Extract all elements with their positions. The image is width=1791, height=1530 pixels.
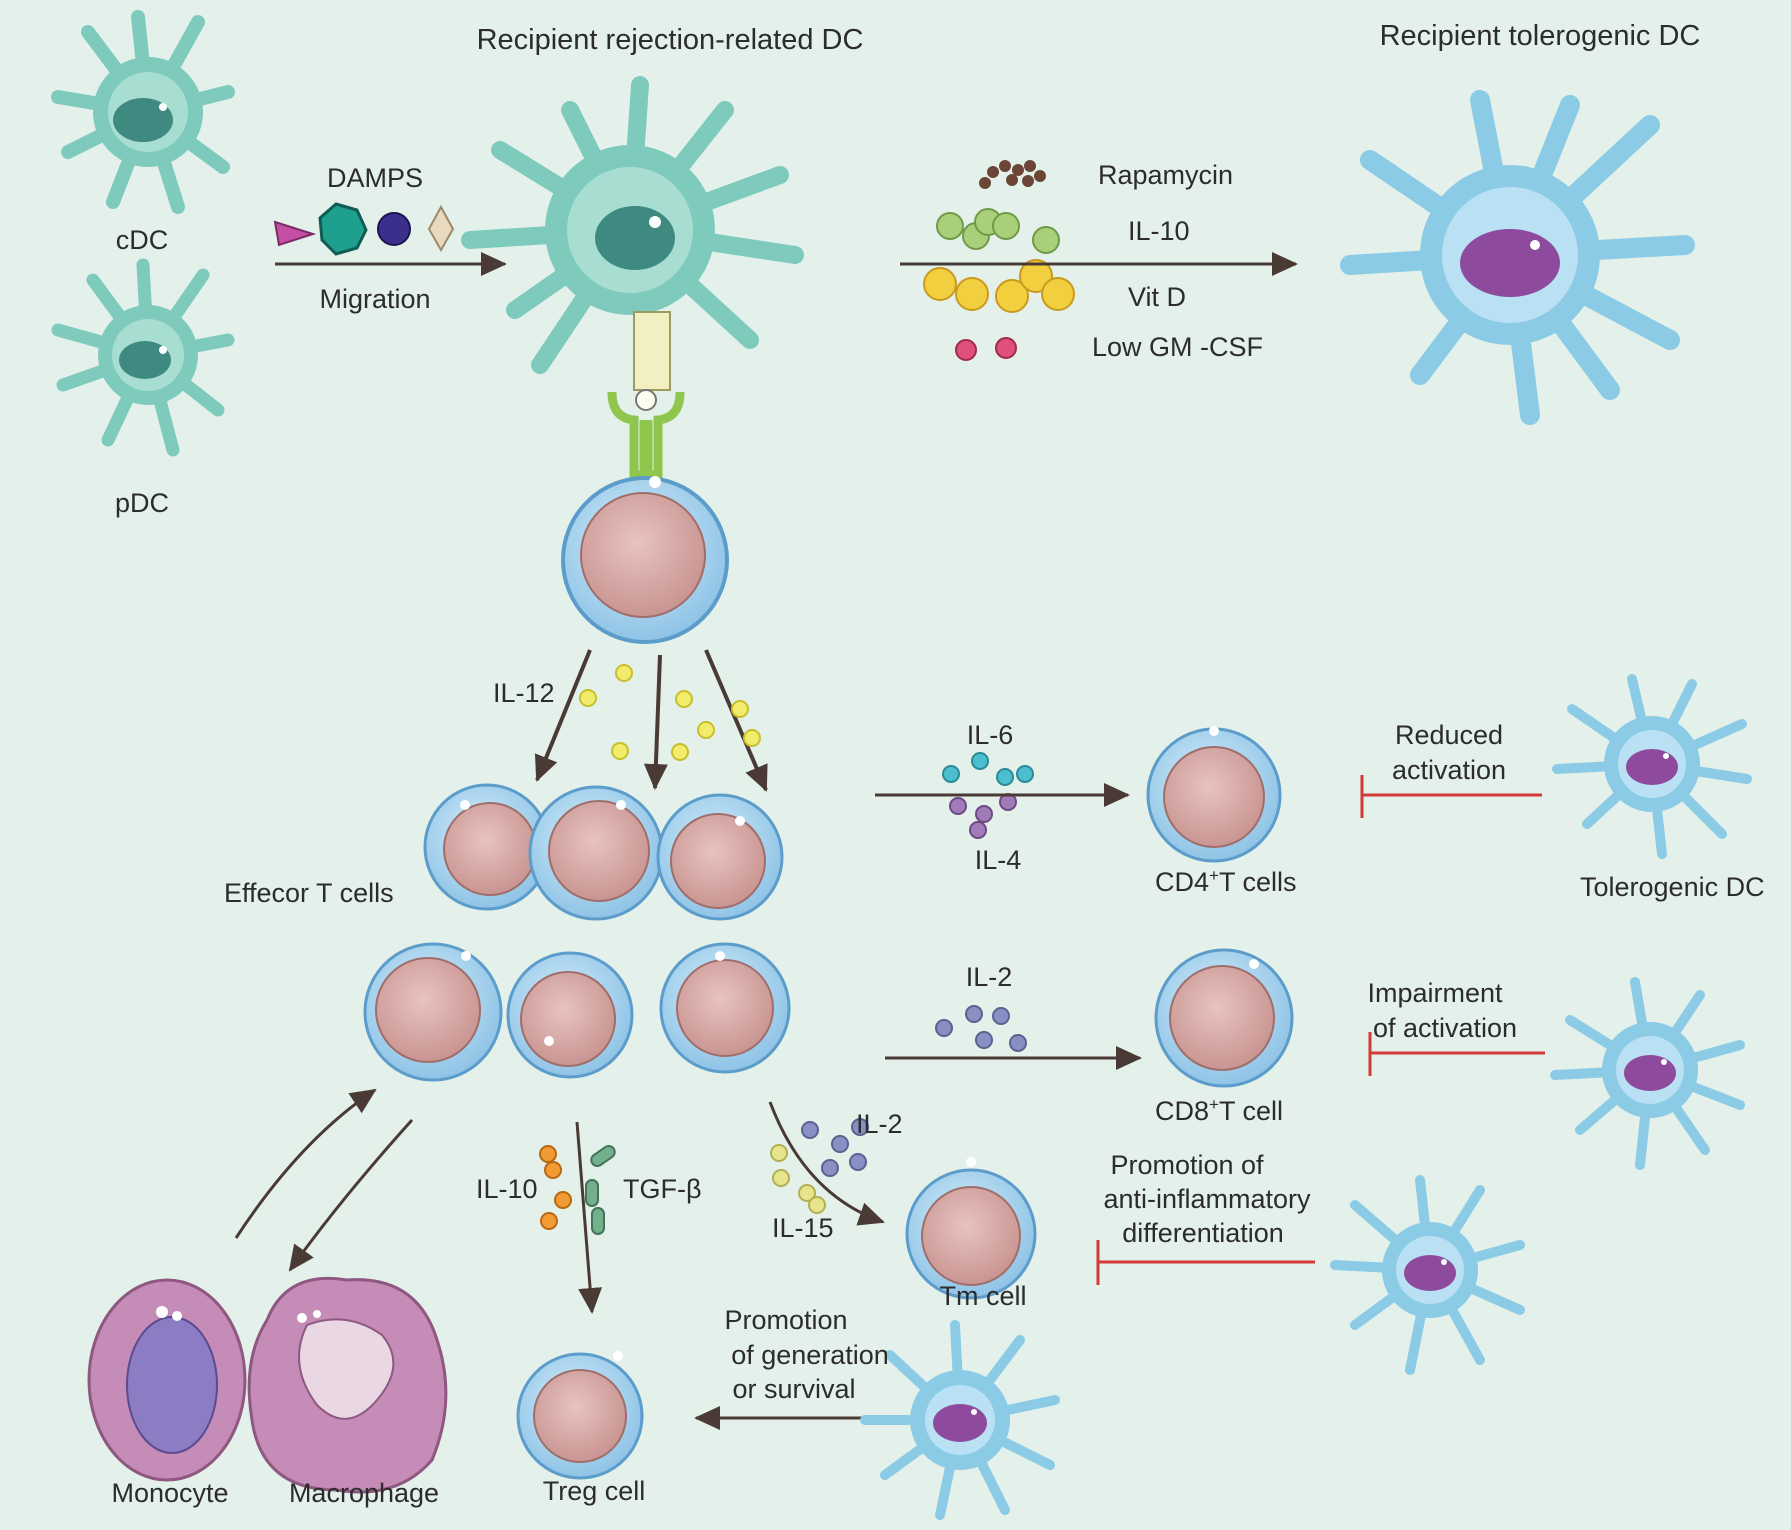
cdc-cell bbox=[51, 10, 235, 214]
il2-tm-label: IL-2 bbox=[856, 1109, 903, 1139]
cdc-label: cDC bbox=[115, 225, 169, 255]
recipient-tolerogenic-dc-cell bbox=[1340, 90, 1695, 425]
rapamycin-label: Rapamycin bbox=[1098, 160, 1234, 190]
cd4-plus: + bbox=[1209, 866, 1219, 885]
il10-treg-particles bbox=[539, 1145, 572, 1230]
damps-label: DAMPS bbox=[326, 163, 424, 193]
effector-t-label: Effecor T cells bbox=[224, 878, 394, 908]
gmcsf-particles bbox=[955, 337, 1017, 361]
vitd-particles bbox=[923, 259, 1075, 313]
cd4-inhibition bbox=[1360, 775, 1542, 818]
cd4-prefix: CD4 bbox=[1155, 867, 1210, 897]
il15-label: IL-15 bbox=[772, 1213, 834, 1243]
il10-top-label: IL-10 bbox=[1128, 216, 1190, 246]
macrophage-cell bbox=[247, 1276, 448, 1494]
impairment-label-1: Impairment bbox=[1367, 978, 1503, 1008]
tm-cell bbox=[905, 1157, 1037, 1300]
cd4-suffix: T cells bbox=[1218, 867, 1297, 897]
mhc-tcr-complex bbox=[607, 311, 685, 480]
il12-label: IL-12 bbox=[493, 678, 555, 708]
tm-arrow bbox=[768, 1101, 885, 1226]
effector-to-monocyte-arrow bbox=[234, 1088, 377, 1239]
il12-arrows bbox=[534, 649, 768, 792]
tm-inhibition bbox=[1096, 1240, 1315, 1285]
pdc-label: pDC bbox=[114, 488, 170, 518]
il6-particles bbox=[942, 752, 1034, 786]
il4-particles bbox=[949, 793, 1017, 839]
promotion-anti-label-1: Promotion of bbox=[1110, 1150, 1264, 1180]
promotion-gen-label-2: of generation bbox=[731, 1340, 889, 1370]
damps-shapes bbox=[273, 202, 455, 256]
treg-cell bbox=[516, 1351, 644, 1480]
migration-label: Migration bbox=[319, 284, 431, 314]
tolerogenic-dc-cd8 bbox=[1550, 977, 1745, 1170]
tolerogenic-dc-tm bbox=[1330, 1175, 1525, 1375]
il15-particles bbox=[770, 1144, 826, 1214]
tgfb-label: TGF-β bbox=[623, 1174, 702, 1204]
cd8-prefix: CD8 bbox=[1155, 1096, 1210, 1126]
promotion-anti-label-3: differentiation bbox=[1122, 1218, 1284, 1248]
impairment-label-2: of activation bbox=[1372, 1013, 1518, 1043]
tgfb-particles bbox=[585, 1144, 616, 1235]
rejection-dc-title: Recipient rejection-related DC bbox=[476, 24, 864, 56]
cd8-plus: + bbox=[1209, 1095, 1219, 1114]
vitd-label: Vit D bbox=[1128, 282, 1187, 312]
il2-tm-particles bbox=[801, 1118, 869, 1177]
macrophage-label: Macrophage bbox=[288, 1478, 440, 1508]
tolerogenic-dc-treg bbox=[860, 1320, 1060, 1520]
cd8-label: CD8+T cell bbox=[1155, 1096, 1283, 1125]
tm-cell-label: Tm cell bbox=[939, 1281, 1027, 1311]
il2-cd8-particles bbox=[935, 1005, 1027, 1052]
pdc-cell bbox=[51, 258, 235, 457]
monocyte-label: Monocyte bbox=[111, 1478, 229, 1508]
il12-particles bbox=[579, 664, 761, 761]
treg-arrow bbox=[575, 1121, 603, 1314]
promotion-gen-label-3: or survival bbox=[732, 1374, 856, 1404]
cd4-t-cell bbox=[1146, 726, 1282, 863]
tolerogenic-dc-cd4 bbox=[1552, 674, 1752, 859]
cd4-label: CD4+T cells bbox=[1155, 867, 1296, 896]
il4-label: IL-4 bbox=[974, 845, 1022, 875]
promotion-anti-label-2: anti-inflammatory bbox=[1103, 1184, 1311, 1214]
il2-cd8-label: IL-2 bbox=[965, 962, 1013, 992]
cd8-t-cell bbox=[1154, 948, 1294, 1088]
promotion-gen-label-1: Promotion bbox=[724, 1305, 848, 1335]
reduced-label-1: Reduced bbox=[1394, 720, 1504, 750]
monocyte-cell bbox=[87, 1278, 247, 1482]
il10-treg-label: IL-10 bbox=[476, 1174, 538, 1204]
effector-t-cells bbox=[363, 783, 791, 1082]
cd8-inhibition bbox=[1368, 1032, 1545, 1076]
low-gmcsf-label: Low GM -CSF bbox=[1092, 332, 1264, 362]
macrophage-to-effector-arrow bbox=[288, 1118, 414, 1272]
tolerogenic-dc-title: Recipient tolerogenic DC bbox=[1379, 20, 1701, 52]
naive-t-cell bbox=[561, 476, 729, 644]
treg-cell-label: Treg cell bbox=[542, 1476, 646, 1506]
cd8-suffix: T cell bbox=[1218, 1096, 1283, 1126]
reduced-label-2: activation bbox=[1391, 755, 1507, 785]
rapamycin-particles bbox=[979, 160, 1046, 189]
tolerogenic-dc-label: Tolerogenic DC bbox=[1580, 872, 1765, 902]
il10-particles bbox=[936, 208, 1060, 254]
rejection-dc-cell bbox=[461, 76, 804, 374]
il6-label: IL-6 bbox=[966, 720, 1014, 750]
